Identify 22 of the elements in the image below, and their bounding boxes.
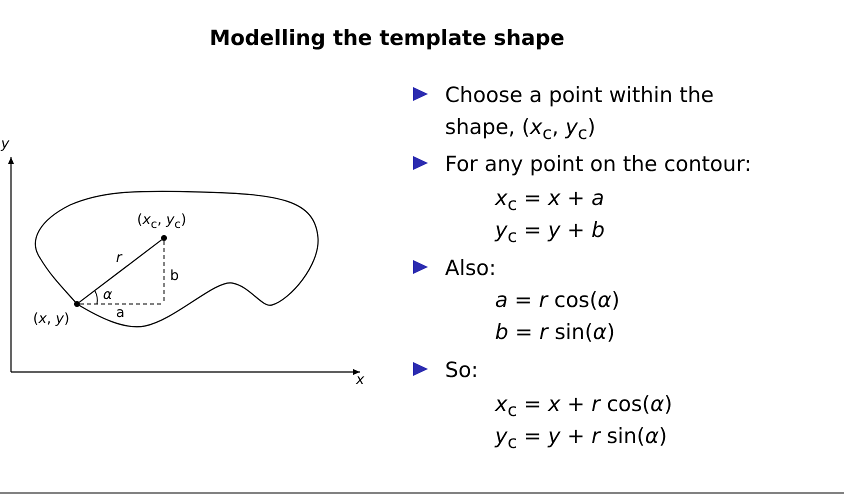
equation: a = r cos(α) <box>495 287 620 314</box>
axis-label: x <box>356 372 364 388</box>
equation: y$_{c}$ = y + r sin(α) <box>495 423 668 456</box>
angle-label: α <box>103 287 112 303</box>
point-dot <box>74 301 80 307</box>
equation: x$_{c}$ = x + r cos(α) <box>495 391 672 424</box>
point-label: (x, y) <box>33 311 70 327</box>
bullet-text: So: <box>445 357 478 384</box>
equation: y$_{c}$ = y + b <box>495 217 605 250</box>
edge-label: r <box>116 250 122 266</box>
equation: b = r sin(α) <box>495 319 615 346</box>
point-dot <box>161 235 167 241</box>
side-label: b <box>170 268 179 284</box>
bullet-text: Also: <box>445 255 496 282</box>
equation: x$_{c}$ = x + a <box>495 185 604 218</box>
slide-title: Modelling the template shape <box>208 26 566 50</box>
bullet-text: Choose a point within the shape, (x$_{c}$, y$_{c}$) <box>445 82 715 146</box>
side-label: a <box>116 305 125 321</box>
radius-line <box>79 239 162 303</box>
axis-label: y <box>1 136 10 152</box>
point-label: (x$_{c}$, y$_{c}$) <box>137 212 186 231</box>
bullet-text: For any point on the contour: <box>445 151 752 178</box>
